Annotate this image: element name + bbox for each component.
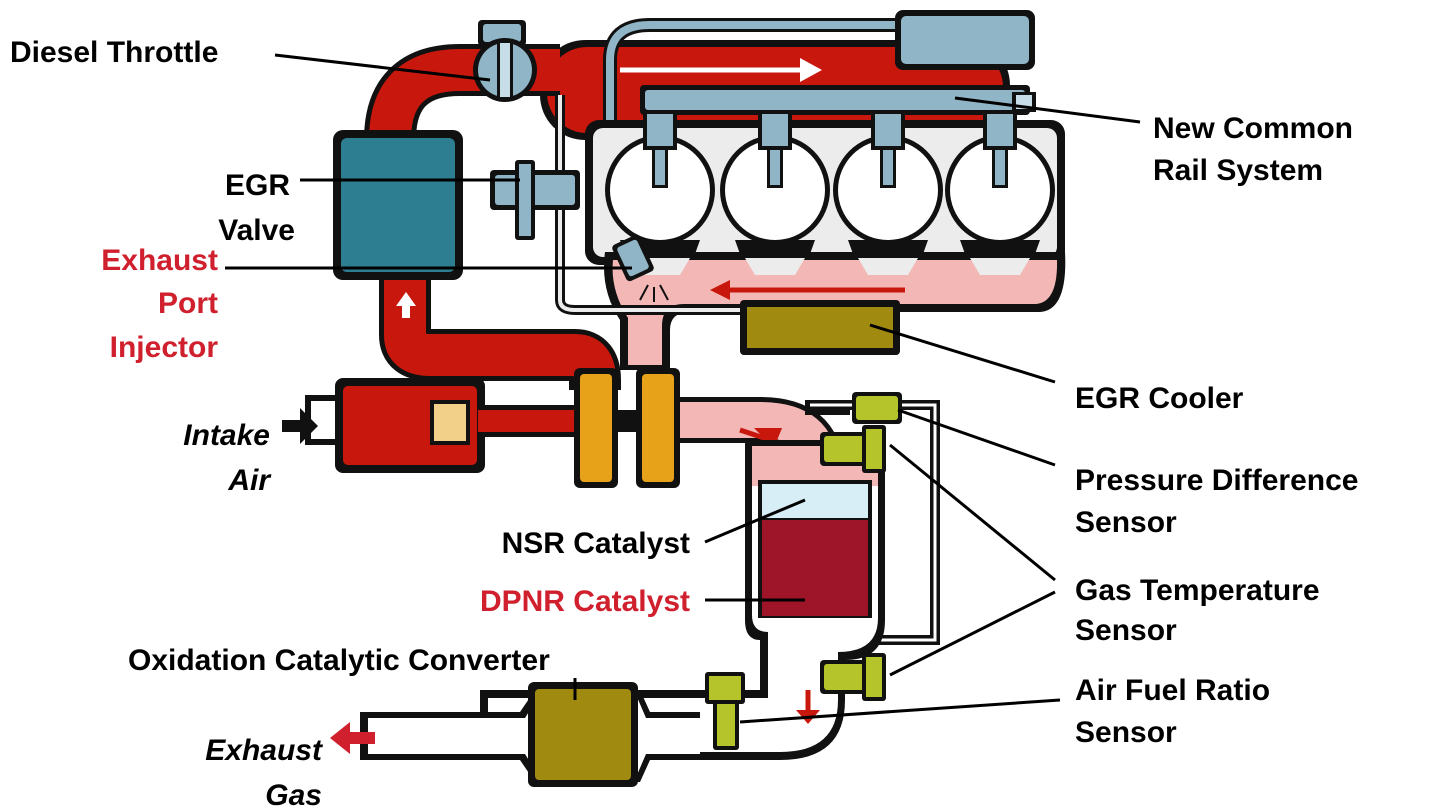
diesel-throttle	[473, 20, 537, 102]
label-exhaust-port-injector-line3: Injector	[110, 331, 219, 364]
exhaust-arrow-icon	[330, 722, 375, 754]
label-oxidation-catalytic-converter: Oxidation Catalytic Converter	[128, 644, 550, 677]
cylinder	[945, 135, 1055, 245]
label-gas-temperature-line1: Gas Temperature	[1075, 574, 1320, 607]
egr-valve	[490, 160, 580, 240]
label-egr-valve-line1: EGR	[225, 169, 290, 202]
oxidation-catalytic-converter	[528, 682, 638, 787]
dpnr-catalyst	[758, 518, 872, 618]
label-pressure-difference-line2: Sensor	[1075, 506, 1177, 539]
air-fuel-ratio-sensor	[705, 672, 745, 750]
intake-arrow-icon	[282, 408, 318, 444]
label-intake-air-line2: Air	[227, 464, 272, 497]
injector	[983, 110, 1017, 188]
pressure-difference-sensor	[852, 392, 902, 424]
injector	[758, 110, 792, 188]
label-nsr-catalyst: NSR Catalyst	[502, 527, 690, 560]
intercooler	[333, 130, 463, 280]
leader-lines	[225, 53, 1141, 724]
gas-temperature-sensor-lower	[820, 653, 886, 701]
label-egr-cooler: EGR Cooler	[1075, 382, 1244, 415]
egr-line	[555, 95, 745, 315]
common-rail	[603, 10, 1036, 120]
cylinder	[833, 135, 943, 245]
intake-arrow-icon	[396, 292, 416, 318]
label-diesel-throttle: Diesel Throttle	[10, 36, 218, 69]
injector	[643, 110, 677, 188]
label-exhaust-gas-line1: Exhaust	[205, 734, 324, 767]
air-filter	[305, 378, 578, 473]
label-pressure-difference-line1: Pressure Difference	[1075, 464, 1358, 497]
label-air-fuel-ratio-line1: Air Fuel Ratio	[1075, 674, 1270, 707]
label-dpnr-catalyst: DPNR Catalyst	[480, 585, 690, 618]
injector	[871, 110, 905, 188]
flow-arrow-icon	[710, 280, 905, 300]
flow-arrow-icon	[620, 58, 822, 82]
label-gas-temperature-line2: Sensor	[1075, 614, 1177, 647]
turbocharger	[574, 368, 680, 488]
label-intake-air-line1: Intake	[183, 419, 270, 452]
label-exhaust-gas-line2: Gas	[265, 779, 322, 812]
cylinder	[605, 135, 715, 245]
gas-temperature-sensor	[820, 425, 886, 473]
cylinder	[720, 135, 830, 245]
label-new-common-rail-line2: Rail System	[1153, 154, 1323, 187]
label-new-common-rail-line1: New Common	[1153, 112, 1353, 145]
label-egr-valve-line2: Valve	[218, 214, 295, 247]
label-air-fuel-ratio-line2: Sensor	[1075, 716, 1177, 749]
label-exhaust-port-injector-line2: Port	[158, 287, 218, 320]
egr-cooler	[740, 300, 900, 355]
label-exhaust-port-injector-line1: Exhaust	[101, 244, 218, 277]
